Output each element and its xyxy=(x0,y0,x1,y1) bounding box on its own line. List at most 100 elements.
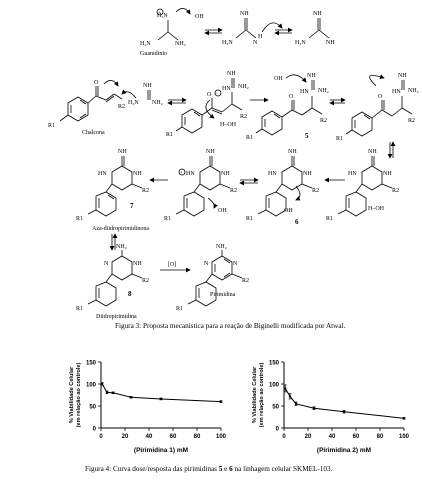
svg-text:NH: NH xyxy=(383,171,392,177)
svg-text:R2: R2 xyxy=(312,188,319,194)
series-line xyxy=(284,388,405,419)
svg-text:N: N xyxy=(253,40,258,46)
svg-text:R1: R1 xyxy=(336,136,343,142)
data-point xyxy=(402,417,406,420)
figure-4-caption: Figura 4: Curva dose/resposta das pirimi… xyxy=(85,465,332,473)
x-axis-label: (Pirimidina 1) mM xyxy=(134,447,188,454)
guanidine-nucleophile: NH H₂N NH₂ xyxy=(121,83,163,106)
svg-text:NH₂: NH₂ xyxy=(216,244,227,250)
fig4-caption-mid: e xyxy=(222,465,230,473)
guanidine-neutral: NH H₂N N H xyxy=(222,11,283,46)
svg-text:NH: NH xyxy=(227,71,236,77)
svg-text:N: N xyxy=(233,261,238,267)
svg-text:O: O xyxy=(378,94,383,100)
compound-6: NH HN NH R2 R1 OH 6 xyxy=(246,149,319,226)
x-tick-label: 40 xyxy=(146,434,153,440)
data-point xyxy=(342,410,346,413)
svg-text:NH₂: NH₂ xyxy=(408,88,419,94)
y-axis-label: % Viabilidade Celular(em relação ao cont… xyxy=(252,363,265,428)
svg-text:NH: NH xyxy=(240,11,249,17)
svg-text:HN: HN xyxy=(300,89,309,95)
svg-text:R1: R1 xyxy=(166,132,173,138)
y-tick-label: 50 xyxy=(272,405,279,411)
compound-5: R1 O R2 HN NH NH₂ OH 5 xyxy=(246,73,329,141)
svg-text:5: 5 xyxy=(305,132,309,140)
svg-text:R2: R2 xyxy=(118,104,125,110)
svg-text:OH: OH xyxy=(218,208,227,214)
svg-text:H: H xyxy=(258,34,263,40)
cyclized-intermediate: NH HN NH R2 R1 H–OH xyxy=(326,149,399,222)
svg-text:HN: HN xyxy=(348,171,357,177)
fig4-caption-post: na linhagem celular SKMEL-103. xyxy=(232,465,333,473)
y-axis-label-line: (em relação ao controle) xyxy=(76,363,82,428)
cyclizing-intermediate: R1 O R2 HN NH NH₂ xyxy=(336,73,419,142)
svg-text:NH₂: NH₂ xyxy=(175,41,186,47)
guanidinium-structure: H₂N H₂N NH₂ + OH Guanidinio xyxy=(140,8,204,57)
svg-text:H₂N: H₂N xyxy=(128,100,139,106)
svg-text:O: O xyxy=(94,80,99,86)
svg-text:HN: HN xyxy=(98,171,107,177)
svg-text:6: 6 xyxy=(295,218,299,226)
x-tick-label: 100 xyxy=(216,434,227,440)
svg-text:R2: R2 xyxy=(242,278,249,284)
svg-text:NH: NH xyxy=(206,149,215,155)
y-tick-label: 100 xyxy=(269,383,280,389)
svg-text:R2: R2 xyxy=(320,118,327,124)
svg-text:HN: HN xyxy=(268,171,277,177)
data-point xyxy=(284,387,287,390)
data-point xyxy=(101,382,104,386)
svg-text:H₂N: H₂N xyxy=(222,40,233,46)
data-point xyxy=(159,397,163,401)
svg-text:NH: NH xyxy=(368,149,377,155)
svg-text:R2: R2 xyxy=(230,188,237,194)
enolate-intermediate: R1 O − R2 HN NH NH₂ H–OH xyxy=(166,71,249,138)
svg-text:OH: OH xyxy=(284,208,293,214)
y-tick-label: 0 xyxy=(93,427,97,433)
svg-text:R1: R1 xyxy=(164,216,171,222)
svg-text:OH: OH xyxy=(195,14,204,20)
data-point xyxy=(312,407,316,410)
x-tick-label: 20 xyxy=(122,434,129,440)
svg-text:H₂N: H₂N xyxy=(157,13,168,19)
chalcona-label: Chalcona xyxy=(82,130,105,136)
data-point xyxy=(129,396,133,399)
y-axis-label-line: % Viabilidade Celular xyxy=(69,366,75,423)
svg-text:R2: R2 xyxy=(142,188,149,194)
svg-text:H–OH: H–OH xyxy=(368,206,385,212)
svg-text:NH₂: NH₂ xyxy=(238,84,249,90)
svg-text:R1: R1 xyxy=(48,123,55,129)
pirimidina-structure: NH₂ N N R2 R1 Pirimidina xyxy=(176,244,249,312)
x-tick-label: 0 xyxy=(282,434,286,440)
svg-text:R1: R1 xyxy=(326,216,333,222)
y-tick-label: 50 xyxy=(89,405,96,411)
svg-text:8: 8 xyxy=(128,290,132,298)
svg-text:7: 7 xyxy=(130,202,134,210)
svg-text:NH: NH xyxy=(398,73,407,79)
x-tick-label: 20 xyxy=(305,434,312,440)
pirimidina-label: Pirimidina xyxy=(210,292,236,298)
fig4-caption-pre: Figura 4: Curva dose/resposta das pirimi… xyxy=(85,465,219,473)
x-tick-label: 80 xyxy=(377,434,384,440)
data-point xyxy=(105,391,109,394)
svg-text:R1: R1 xyxy=(176,306,183,312)
svg-text:O: O xyxy=(207,92,212,98)
svg-text:OH: OH xyxy=(274,76,283,82)
x-tick-label: 0 xyxy=(99,434,103,440)
svg-text:HN: HN xyxy=(392,89,401,95)
diidro-label: Diidropirimidina xyxy=(96,314,137,320)
svg-text:NH: NH xyxy=(133,261,142,267)
aza-label: Aza-diidropirimidinona xyxy=(92,226,149,232)
svg-text:HN: HN xyxy=(222,86,231,92)
x-tick-label: 40 xyxy=(329,434,336,440)
y-axis-label-line: % Viabilidade Celular xyxy=(252,366,258,423)
svg-text:O: O xyxy=(289,94,294,100)
x-tick-label: 100 xyxy=(399,434,410,440)
svg-text:R1: R1 xyxy=(76,216,83,222)
hydroxy-intermediate: NH HN NH R2 R1 OH + xyxy=(164,149,237,222)
svg-text:NH: NH xyxy=(313,11,322,17)
fig4-caption-compound-5: 5 xyxy=(218,465,223,473)
svg-text:NH: NH xyxy=(326,40,335,46)
x-tick-label: 60 xyxy=(170,434,177,440)
svg-text:[O]: [O] xyxy=(168,262,176,268)
